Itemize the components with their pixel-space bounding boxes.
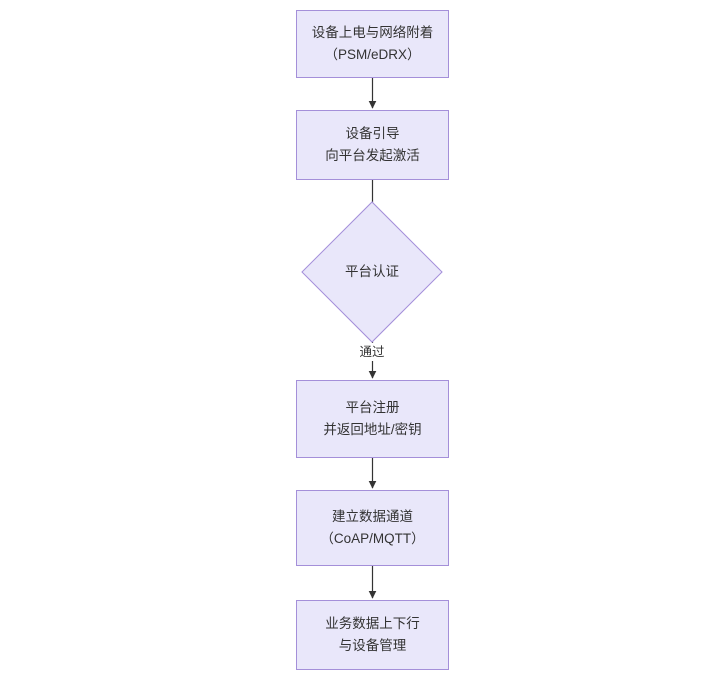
node-power-on-line-2: （PSM/eDRX） (324, 47, 421, 62)
node-platform-auth[interactable]: 平台认证 (301, 201, 443, 343)
node-bootstrap-line-1: 设备引导 (345, 126, 400, 141)
node-power-on-line-1: 设备上电与网络附着 (311, 25, 434, 40)
node-platform-register-line-1: 平台注册 (345, 400, 400, 415)
node-business-data-line-1: 业务数据上下行 (325, 616, 420, 631)
node-platform-auth-label: 平台认证 (345, 264, 399, 279)
node-business-data[interactable]: 业务数据上下行 与设备管理 (296, 600, 449, 670)
node-power-on[interactable]: 设备上电与网络附着 （PSM/eDRX） (296, 10, 449, 78)
node-bootstrap-line-2: 向平台发起激活 (325, 148, 420, 163)
node-bootstrap[interactable]: 设备引导 向平台发起激活 (296, 110, 449, 180)
node-platform-register-line-2: 并返回地址/密钥 (323, 422, 422, 437)
node-data-channel-line-1: 建立数据通道 (332, 509, 413, 524)
edge-label-pass: 通过 (357, 343, 387, 361)
node-business-data-line-2: 与设备管理 (338, 638, 407, 653)
node-data-channel-line-2: （CoAP/MQTT） (320, 531, 425, 546)
node-data-channel[interactable]: 建立数据通道 （CoAP/MQTT） (296, 490, 449, 566)
node-platform-register[interactable]: 平台注册 并返回地址/密钥 (296, 380, 449, 458)
